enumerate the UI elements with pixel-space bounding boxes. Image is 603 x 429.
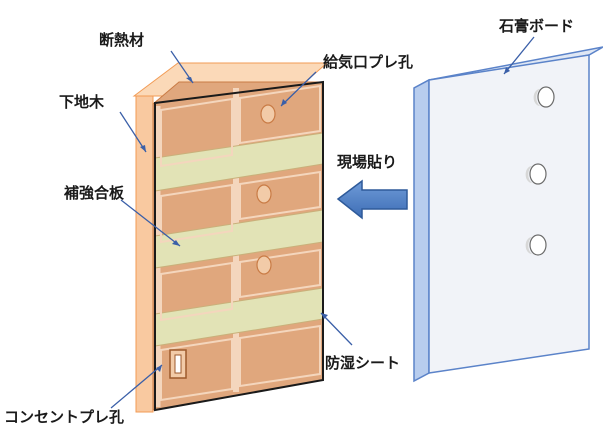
label-substrate-wood: 下地木 (59, 93, 105, 111)
board-hole-shade-3 (525, 237, 532, 254)
frame-cells (160, 84, 321, 402)
label-vapor-barrier-sheet: 防湿シート (325, 354, 400, 372)
outlet-hole (169, 349, 187, 379)
bonding-arrow (336, 179, 408, 220)
board-hole-shade-1 (533, 89, 540, 106)
air-supply-holes (256, 104, 276, 275)
label-on-site-bonding: 現場貼り (337, 153, 397, 171)
leader-arrowheads (140, 67, 510, 372)
label-outlet-hole: コンセントプレ孔 (4, 408, 124, 426)
label-air-supply-hole: 給気口プレ孔 (323, 53, 413, 71)
label-reinforcing-plywood: 補強合板 (63, 184, 125, 202)
board-holes (529, 86, 555, 256)
board-hole-shade-2 (525, 166, 532, 183)
label-insulation: 断熱材 (99, 31, 144, 49)
vapor-barrier-sheet (154, 80, 324, 412)
label-gypsum-board: 石膏ボード (498, 17, 574, 35)
gypsum-board (413, 46, 603, 383)
